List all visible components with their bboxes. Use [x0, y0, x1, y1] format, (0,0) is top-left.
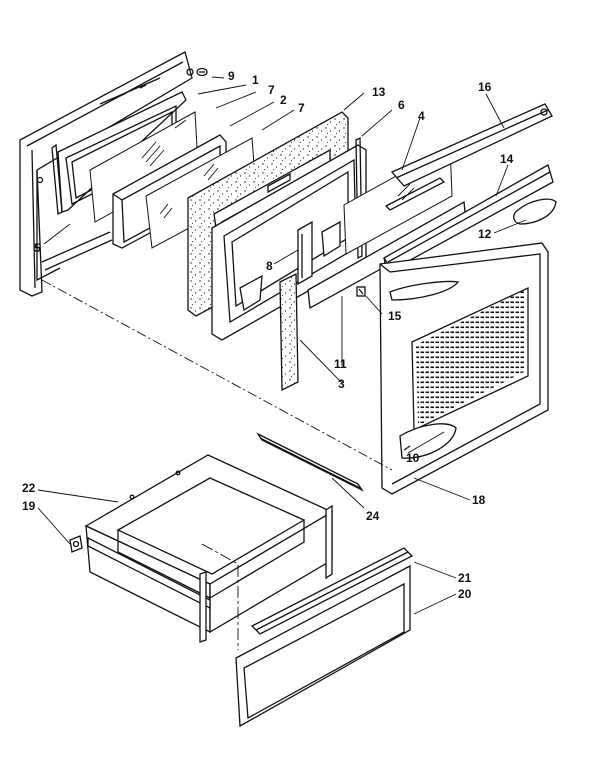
callout-labels: 9 1 7 2 7 13 6 4 16 14 12 5 8 15 11 3 10…: [22, 69, 514, 601]
callout-11: 11: [334, 357, 347, 371]
callout-19: 19: [22, 499, 36, 513]
top-vent-trim: [390, 103, 553, 187]
drawer-front-panel: [235, 564, 411, 728]
callout-12: 12: [478, 227, 492, 241]
callout-20: 20: [458, 587, 472, 601]
callout-4: 4: [418, 109, 425, 123]
callout-10: 10: [406, 451, 420, 465]
callout-15: 15: [388, 309, 402, 323]
handle-end-cap: [513, 198, 557, 225]
callout-18: 18: [472, 493, 486, 507]
drawer-slide-rail: [256, 432, 364, 492]
callout-16: 16: [478, 80, 492, 94]
callout-8: 8: [266, 259, 273, 273]
callout-6: 6: [398, 98, 405, 112]
outer-door-frame: [19, 51, 194, 297]
callout-9: 9: [228, 69, 235, 83]
door-screw: [196, 67, 208, 77]
drawer-stop-bumper: [69, 535, 83, 553]
callout-22: 22: [22, 481, 36, 495]
callout-7-lower: 7: [298, 101, 305, 115]
callout-5: 5: [34, 241, 41, 255]
drawer-side-slides: [87, 504, 333, 650]
callout-13: 13: [372, 85, 386, 99]
drawer-front-trim: [250, 547, 414, 635]
callout-1: 1: [252, 73, 259, 87]
callout-leader-lines: [37, 76, 527, 615]
callout-7-upper: 7: [268, 83, 275, 97]
vertical-seal-strip: [279, 272, 299, 392]
callout-3: 3: [338, 377, 345, 391]
alignment-line: [41, 279, 393, 471]
callout-24: 24: [366, 509, 380, 523]
callout-21: 21: [458, 571, 472, 585]
door-clip: [356, 286, 366, 297]
callout-2: 2: [280, 93, 287, 107]
door-liner-gasket-frame: [211, 136, 367, 341]
callout-14: 14: [500, 152, 514, 166]
